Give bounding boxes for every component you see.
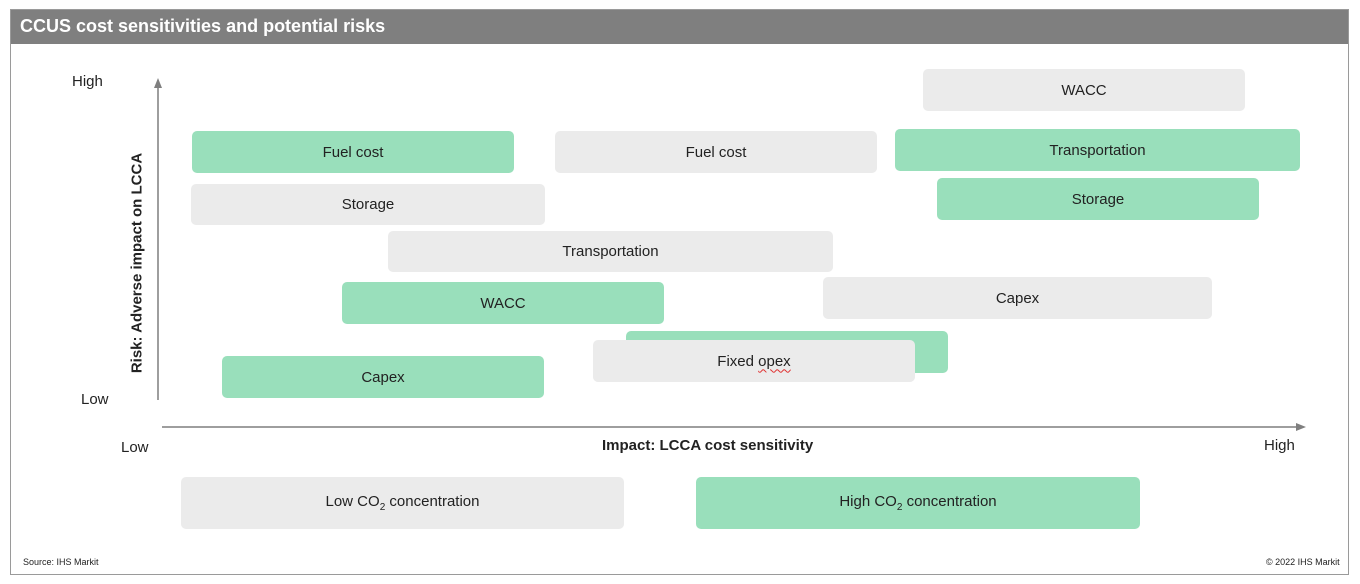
box-label: Fuel cost <box>322 143 384 161</box>
copyright-note: © 2022 IHS Markit <box>1266 557 1340 567</box>
x-axis-arrowhead <box>1296 423 1306 431</box>
box-label: Fuel cost <box>685 143 747 161</box>
legend-low-co2: Low CO2 concentration <box>181 477 624 529</box>
x-axis-title: Impact: LCCA cost sensitivity <box>602 437 814 454</box>
y-axis-arrowhead <box>154 78 162 88</box>
fixed-word: Fixed <box>717 352 754 370</box>
x-axis-low-label: Low <box>121 439 149 456</box>
box-label: Transportation <box>1049 141 1146 159</box>
figure-frame <box>10 9 1349 575</box>
legend-high-label: High CO2 concentration <box>839 493 996 513</box>
box-label: Storage <box>341 196 395 213</box>
box-transportation-low-co2: Transportation <box>388 231 833 272</box>
legend-low-sub: 2 <box>379 502 386 513</box>
box-fixed-opex-low-co2: Fixed opex <box>593 340 915 382</box>
y-axis-low-label: Low <box>81 391 109 408</box>
legend-high-co2: High CO2 concentration <box>696 477 1140 529</box>
box-label: Fixed opex <box>717 353 790 370</box>
legend-low-label: Low CO2 concentration <box>326 493 480 513</box>
source-note: Source: IHS Markit <box>23 557 99 567</box>
box-label: WACC <box>1061 81 1107 99</box>
legend-low-prefix: Low CO <box>325 493 380 510</box>
legend-high-sub: 2 <box>896 502 903 513</box>
box-label: Transportation <box>562 243 659 260</box>
opex-word: opex <box>758 352 791 370</box>
box-transportation-high-co2: Transportation <box>895 129 1300 171</box>
x-axis-high-label: High <box>1264 437 1295 454</box>
legend-high-suffix: concentration <box>902 493 997 510</box>
legend-low-suffix: concentration <box>385 493 480 510</box>
box-capex-low-co2: Capex <box>222 356 544 398</box>
box-label: Capex <box>995 289 1040 307</box>
box-label: Capex <box>361 368 405 386</box>
box-storage-high-co2: Storage <box>937 178 1259 220</box>
figure-title: CCUS cost sensitivities and potential ri… <box>20 16 386 36</box>
box-wacc-high-co2: WACC <box>923 69 1245 111</box>
y-axis-high-label: High <box>72 73 103 90</box>
box-label: WACC <box>480 294 526 312</box>
title-bar <box>11 10 1348 44</box>
box-fuel-cost-high-co2: Fuel cost <box>192 131 514 173</box>
box-fuel-cost-low-co2: Fuel cost <box>555 131 877 173</box>
box-wacc-low-co2: WACC <box>342 282 664 324</box>
box-capex-high-co2: Capex <box>823 277 1212 319</box>
box-storage-low-co2: Storage <box>191 184 545 225</box>
legend-high-prefix: High CO <box>839 493 897 510</box>
y-axis-title: Risk: Adverse impact on LCCA <box>128 152 146 374</box>
box-label: Storage <box>1071 190 1125 208</box>
